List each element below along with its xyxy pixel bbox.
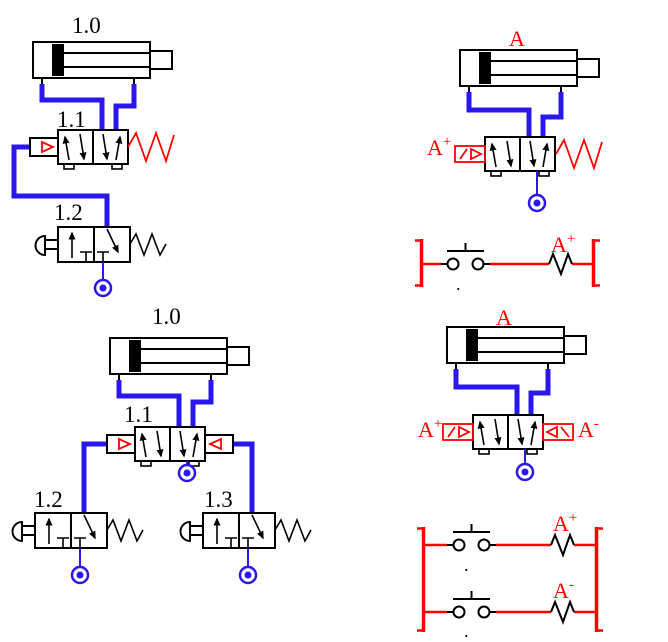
ladder-rung-1: A+ . — [425, 510, 597, 575]
solenoid-label[interactable]: A- — [578, 416, 599, 442]
pushbutton-placeholder-label: . — [464, 555, 469, 575]
solenoid[interactable] — [442, 423, 474, 441]
rail-tick — [594, 239, 600, 287]
air-source[interactable] — [238, 565, 258, 585]
pilot-box[interactable] — [204, 434, 234, 454]
pipe[interactable] — [113, 84, 137, 131]
cylinder-label[interactable]: A — [509, 26, 525, 51]
ladder-rung-2: A- . — [425, 577, 597, 641]
valve-label[interactable]: 1.2 — [54, 200, 83, 225]
pilot-pipe[interactable] — [81, 441, 108, 514]
pushbutton-valve[interactable] — [13, 513, 144, 548]
rail-tick — [597, 527, 603, 632]
coil-label[interactable]: A- — [553, 577, 574, 603]
valve-5-2[interactable] — [485, 137, 555, 176]
valve-label[interactable]: 1.1 — [124, 402, 153, 427]
air-source[interactable] — [515, 462, 535, 482]
ladder-rung: A+ . — [415, 231, 600, 294]
pipe[interactable] — [190, 380, 214, 428]
cylinder[interactable] — [446, 326, 587, 370]
pushbutton-valve[interactable] — [181, 513, 312, 548]
pilot-box[interactable] — [29, 137, 59, 157]
valve-5-2[interactable] — [473, 415, 543, 454]
air-source[interactable] — [527, 193, 547, 213]
pushbutton-placeholder-label: . — [464, 621, 469, 641]
spring-return[interactable] — [555, 139, 603, 169]
air-source[interactable] — [93, 278, 113, 298]
circuit-bottom-right: A A+ A- A+ . A- — [417, 305, 603, 641]
pipe[interactable] — [453, 369, 520, 416]
pushbutton-contact[interactable] — [446, 523, 497, 552]
pilot-box[interactable] — [106, 434, 136, 454]
solenoid-label[interactable]: A+ — [418, 416, 442, 442]
pilot-pipe[interactable] — [11, 144, 110, 228]
pipe[interactable] — [528, 369, 551, 416]
coil-label[interactable]: A+ — [553, 510, 577, 536]
cylinder-label[interactable]: 1.0 — [152, 304, 181, 329]
valve-5-2[interactable] — [135, 427, 205, 466]
pilot-pipe[interactable] — [232, 441, 255, 514]
cylinder[interactable] — [109, 337, 250, 381]
valve-label[interactable]: 1.1 — [57, 107, 86, 132]
cylinder[interactable] — [459, 49, 600, 93]
spring-return[interactable] — [127, 132, 175, 162]
valve-solenoid-coil[interactable] — [550, 532, 575, 558]
valve-label[interactable]: 1.3 — [204, 487, 233, 512]
circuit-bottom-left: 1.0 1.1 1.2 1.3 — [13, 304, 312, 585]
cylinder-label[interactable]: A — [496, 305, 512, 330]
rail-tick — [415, 239, 421, 287]
rail-tick — [417, 527, 423, 632]
pipe[interactable] — [39, 84, 105, 131]
pushbutton-contact[interactable] — [446, 590, 497, 619]
solenoid[interactable] — [454, 145, 486, 163]
ladder: A+ . A- . — [417, 510, 603, 641]
pipe[interactable] — [466, 92, 532, 138]
solenoid-label[interactable]: A+ — [427, 134, 451, 160]
air-source[interactable] — [177, 463, 197, 483]
cylinder-label[interactable]: 1.0 — [72, 13, 101, 38]
pushbutton-contact[interactable] — [440, 242, 491, 271]
valve-solenoid-coil[interactable] — [550, 599, 575, 625]
valve-solenoid-coil[interactable] — [548, 251, 573, 277]
valve-5-2[interactable] — [58, 130, 128, 169]
pipe[interactable] — [540, 92, 564, 138]
air-source[interactable] — [70, 565, 90, 585]
cylinder[interactable] — [32, 41, 173, 85]
pushbutton-placeholder-label: . — [456, 274, 461, 294]
valve-label[interactable]: 1.2 — [34, 487, 63, 512]
coil-label[interactable]: A+ — [551, 231, 575, 257]
solenoid[interactable] — [542, 423, 574, 441]
circuit-top-right: A A+ A+ . — [415, 26, 603, 294]
circuit-top-left: 1.0 1.1 1.2 — [11, 13, 175, 298]
pushbutton-valve[interactable] — [36, 227, 167, 262]
pipe[interactable] — [116, 380, 182, 428]
